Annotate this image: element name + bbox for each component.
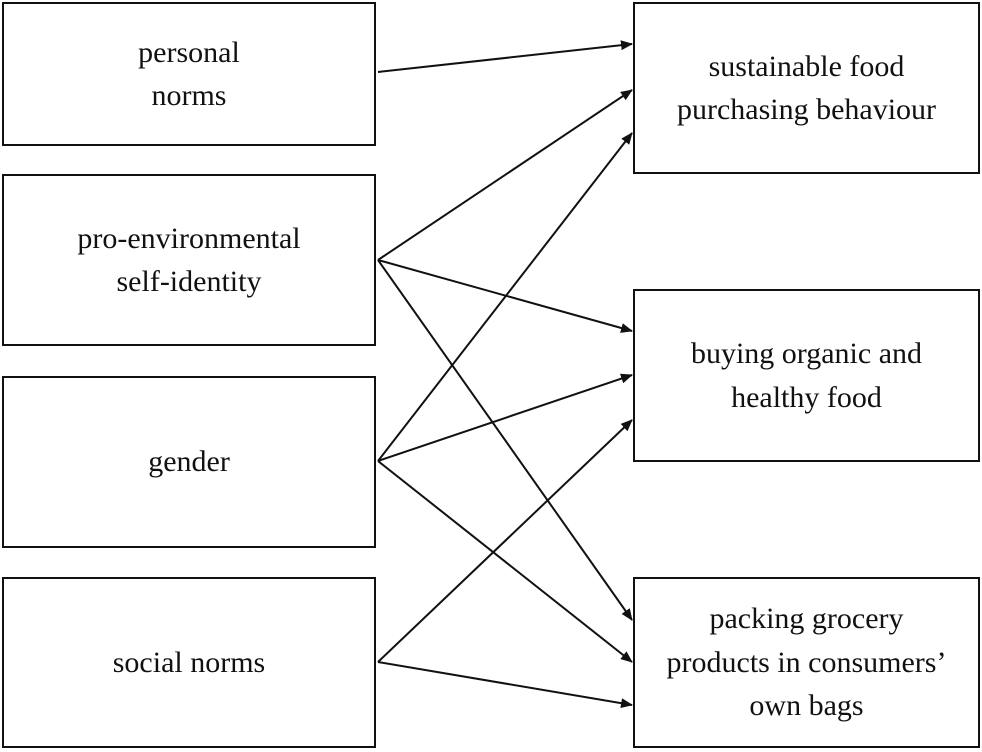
node-sustainable-food-purchasing-behaviour: sustainable food purchasing behaviour	[633, 2, 980, 174]
arrow-gender-to-packing-grocery-products-in-consumers-own-bags	[377, 460, 633, 663]
node-label-line: social norms	[112, 645, 266, 679]
node-gender: gender	[2, 376, 376, 548]
node-label-line: healthy food	[731, 380, 882, 414]
arrow-social-norms-to-packing-grocery-products-in-consumers-own-bags	[377, 661, 633, 709]
arrow-social-norms-to-buying-organic-and-healthy-food	[377, 419, 633, 663]
node-label-line: pro-environmental	[77, 221, 301, 255]
node-social-norms: social norms	[2, 577, 376, 748]
arrow-gender-to-buying-organic-and-healthy-food	[377, 373, 633, 462]
node-packing-grocery-products-in-consumers-own-bags: packing grocery products in consumers’ o…	[633, 577, 980, 748]
arrow-pro-environmental-self-identity-to-packing-grocery-products-in-consumers-own-bags	[377, 259, 633, 621]
node-label-line: buying organic and	[690, 337, 923, 370]
node-label-line: norms	[151, 79, 227, 112]
arrow-personal-norms-to-sustainable-food-purchasing-behaviour	[377, 40, 633, 73]
node-label-line: personal	[138, 35, 240, 69]
node-label-line: sustainable food	[708, 49, 905, 83]
node-personal-norms: personal norms	[2, 2, 376, 146]
arrow-pro-environmental-self-identity-to-sustainable-food-purchasing-behaviour	[377, 89, 633, 261]
node-label-line: self-identity	[116, 265, 262, 298]
arrow-gender-to-sustainable-food-purchasing-behaviour	[377, 132, 633, 462]
node-label-line: purchasing behaviour	[676, 93, 937, 126]
node-label-line: gender	[148, 445, 230, 479]
node-buying-organic-and-healthy-food: buying organic and healthy food	[633, 289, 980, 462]
node-label-line: products in consumers’	[666, 645, 947, 679]
node-label-line: own bags	[749, 689, 864, 723]
node-label-line: packing grocery	[709, 602, 904, 636]
node-pro-environmental-self-identity: pro-environmental self-identity	[2, 174, 376, 346]
